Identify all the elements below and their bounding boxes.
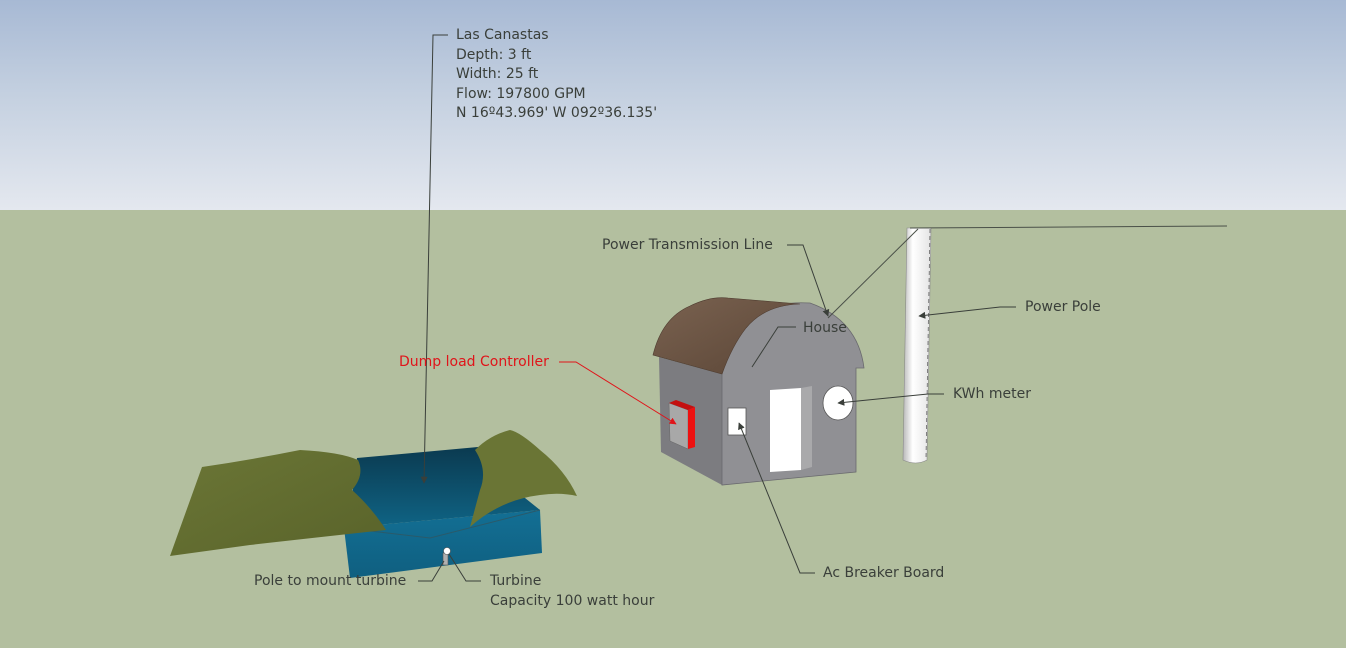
turbine-label: Turbine Capacity 100 watt hour <box>490 572 654 611</box>
power-pole-model <box>827 225 1228 464</box>
ac-breaker-board <box>727 407 747 436</box>
water-front-face <box>344 510 542 578</box>
site-depth: Depth: 3 ft <box>456 46 532 63</box>
pole-dashed-edge <box>925 228 931 459</box>
turbine-capacity: Capacity 100 watt hour <box>490 592 655 609</box>
power-pole <box>902 227 932 464</box>
terrain-left <box>170 450 386 556</box>
turbine-pole-leader <box>418 560 445 582</box>
dump-load-controller-top <box>669 400 695 410</box>
transmission-leader <box>787 244 830 317</box>
ac-breaker-board-label: Ac Breaker Board <box>823 565 945 581</box>
leader-lines <box>418 34 1016 582</box>
turbine <box>443 547 451 555</box>
transmission-line-to-house <box>827 228 919 319</box>
power-pole-leader <box>918 306 1016 319</box>
site-leader <box>420 34 448 484</box>
turbine-leader <box>448 553 481 582</box>
site-width: Width: 25 ft <box>456 66 539 82</box>
house-label: House <box>803 320 847 336</box>
dump-load-leader <box>559 361 677 425</box>
kwh-meter-label: KWh meter <box>953 386 1031 402</box>
turbine-pole <box>442 552 449 566</box>
site-name: Las Canastas <box>456 27 549 43</box>
house-leader <box>751 326 796 368</box>
dump-load-controller-side <box>688 407 695 449</box>
breaker-leader <box>738 422 815 574</box>
dump-load-controller-label: Dump load Controller <box>399 354 549 370</box>
house-model <box>652 297 865 486</box>
house-door <box>770 388 801 472</box>
turbine-pole-label: Pole to mount turbine <box>254 573 407 589</box>
site-coordinates: N 16º43.969' W 092º36.135' <box>456 105 658 121</box>
turbine-model <box>442 547 451 566</box>
house-door-recess <box>801 386 812 470</box>
house-roof <box>652 297 801 375</box>
kwh-leader <box>837 393 944 406</box>
site-info-label: Las Canastas Depth: 3 ft Width: 25 ft Fl… <box>456 26 657 124</box>
transmission-line-horizontal <box>909 225 1228 229</box>
power-pole-label: Power Pole <box>1025 299 1101 315</box>
terrain-right <box>470 430 577 527</box>
sky <box>0 0 1346 210</box>
turbine-name: Turbine <box>490 573 542 589</box>
transmission-line-label: Power Transmission Line <box>602 237 773 253</box>
site-flow: Flow: 197800 GPM <box>456 85 586 102</box>
